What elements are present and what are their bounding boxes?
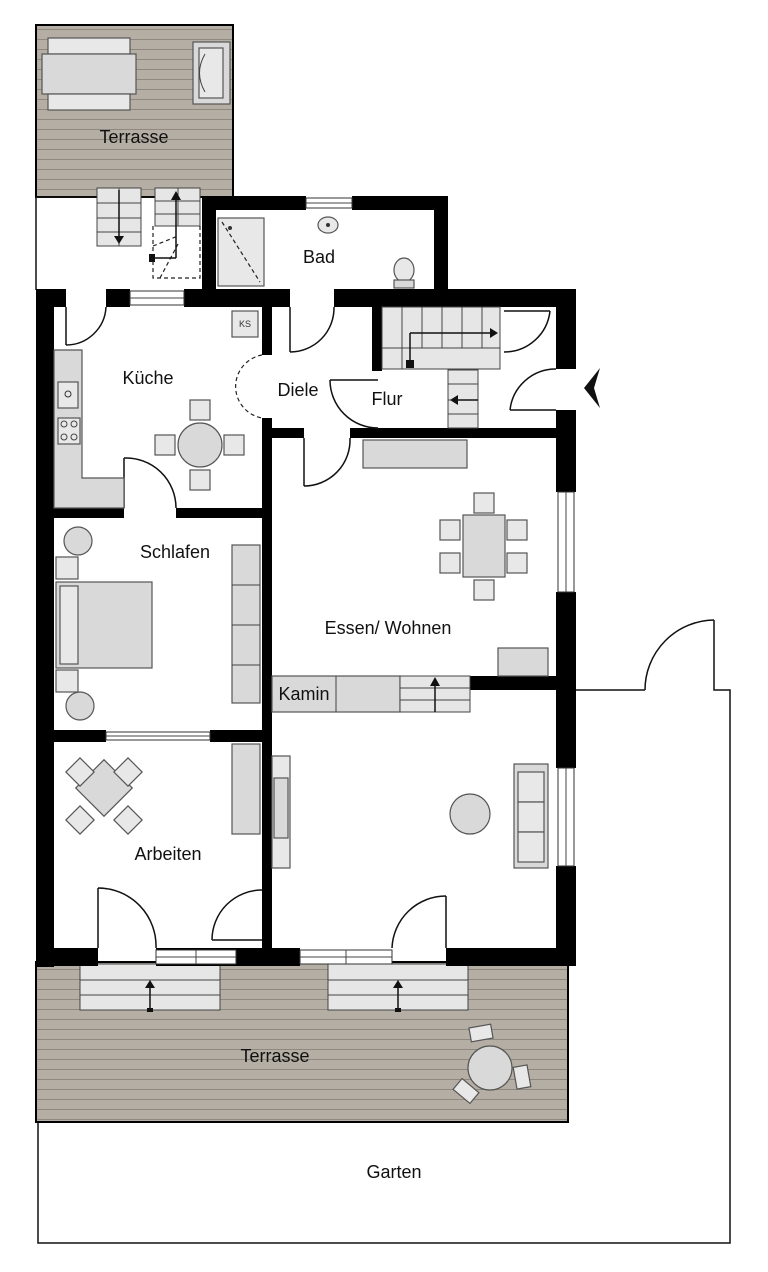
label-fridge: KS [239,319,251,329]
label-terrace-bottom: Terrasse [240,1046,309,1066]
label-hallway-diele: Diele [277,380,318,400]
label-bathroom: Bad [303,247,335,267]
garden-area [37,619,731,1244]
windows [105,197,575,965]
terrace-steps-left [79,963,221,1012]
label-office: Arbeiten [134,844,201,864]
office-furniture [65,743,261,835]
entrance-arrow-icon [584,368,600,408]
sun-lounger [41,37,137,111]
label-garden: Garten [366,1162,421,1182]
terrace-steps-right [327,963,469,1012]
doors [65,306,557,949]
bathroom-fixtures [217,216,415,289]
entry-stair-area [35,187,205,291]
terrace-top [35,24,234,198]
spiral-stair-top [149,187,201,279]
label-corridor-flur: Flur [372,389,403,409]
label-bedroom: Schlafen [140,542,210,562]
kitchen-furniture [53,310,259,509]
label-living-dining: Essen/ Wohnen [325,618,452,638]
terrace-bottom [35,961,569,1123]
interior-staircase [381,306,501,429]
straight-stair-top [96,187,142,247]
label-kitchen: Küche [122,368,173,388]
room-labels: Terrasse Bad Küche KS Diele Flur Schlafe… [99,127,451,1182]
living-dining-furniture [271,439,549,869]
patio-table [452,1023,532,1105]
bedroom-furniture [55,526,261,721]
grill [192,41,231,105]
label-fireplace: Kamin [278,684,329,704]
label-terrace-top: Terrasse [99,127,168,147]
walls [36,196,576,967]
